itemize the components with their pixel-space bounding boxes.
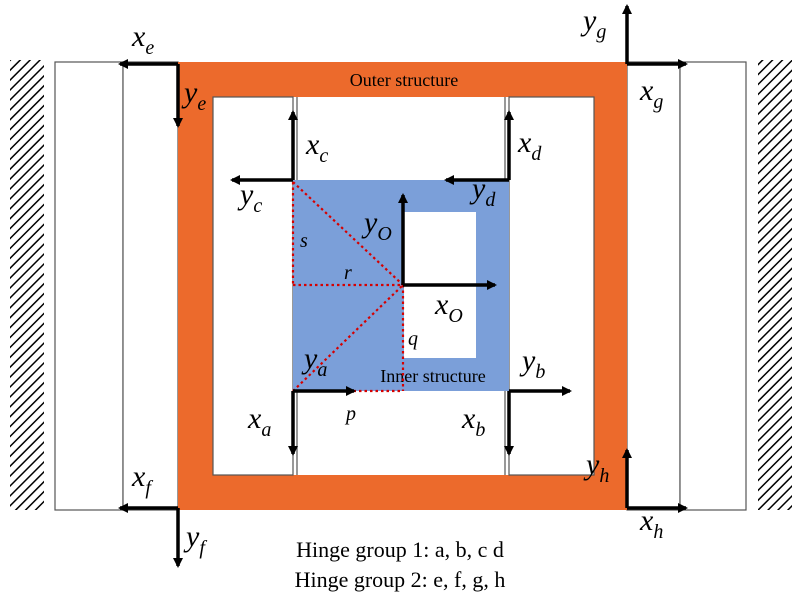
axis-label-xd: xd (517, 126, 542, 165)
axis-label-xg: xg (639, 74, 663, 113)
axis-label-xh: xh (639, 504, 663, 543)
right-hinge-strip (626, 61, 681, 511)
caption-hinge-group-2: Hinge group 2: e, f, g, h (294, 567, 506, 592)
left-ground-hatch (10, 60, 44, 510)
inner-structure-label: Inner structure (380, 366, 485, 386)
axis-label-yg: yg (580, 4, 606, 43)
right-ground-hatch (758, 60, 792, 510)
axis-label-yd: yd (469, 172, 496, 211)
axis-label-xa: xa (247, 402, 271, 441)
caption-hinge-group-1: Hinge group 1: a, b, c d (296, 537, 504, 562)
dimension-s: s (300, 230, 308, 252)
left-outer-plate (54, 61, 124, 511)
dimension-r: r (344, 262, 352, 284)
dimension-q: q (408, 328, 418, 350)
axis-label-ye: ye (181, 76, 206, 115)
outer-structure-label: Outer structure (350, 70, 458, 90)
axis-label-ya: ya (301, 342, 327, 381)
axis-label-yb: yb (519, 344, 545, 383)
right-outer-plate (679, 61, 747, 511)
axis-label-xf: xf (131, 460, 153, 499)
axis-label-yh: yh (583, 448, 609, 487)
axis-label-xc: xc (305, 128, 328, 167)
axis-label-xo: xO (434, 288, 463, 327)
axis-label-xb: xb (461, 402, 485, 441)
inner-hinge-plate-left (212, 96, 294, 476)
axis-label-yc: yc (237, 178, 262, 217)
axis-label-yf: yf (183, 520, 207, 559)
left-hinge-strip (122, 61, 179, 511)
axis-label-xe: xe (131, 20, 154, 59)
coordinate-axes (118, 4, 688, 568)
dimension-p: p (344, 403, 356, 425)
axis-label-yo: yO (361, 206, 392, 245)
inner-hinge-plate-right (508, 96, 595, 476)
